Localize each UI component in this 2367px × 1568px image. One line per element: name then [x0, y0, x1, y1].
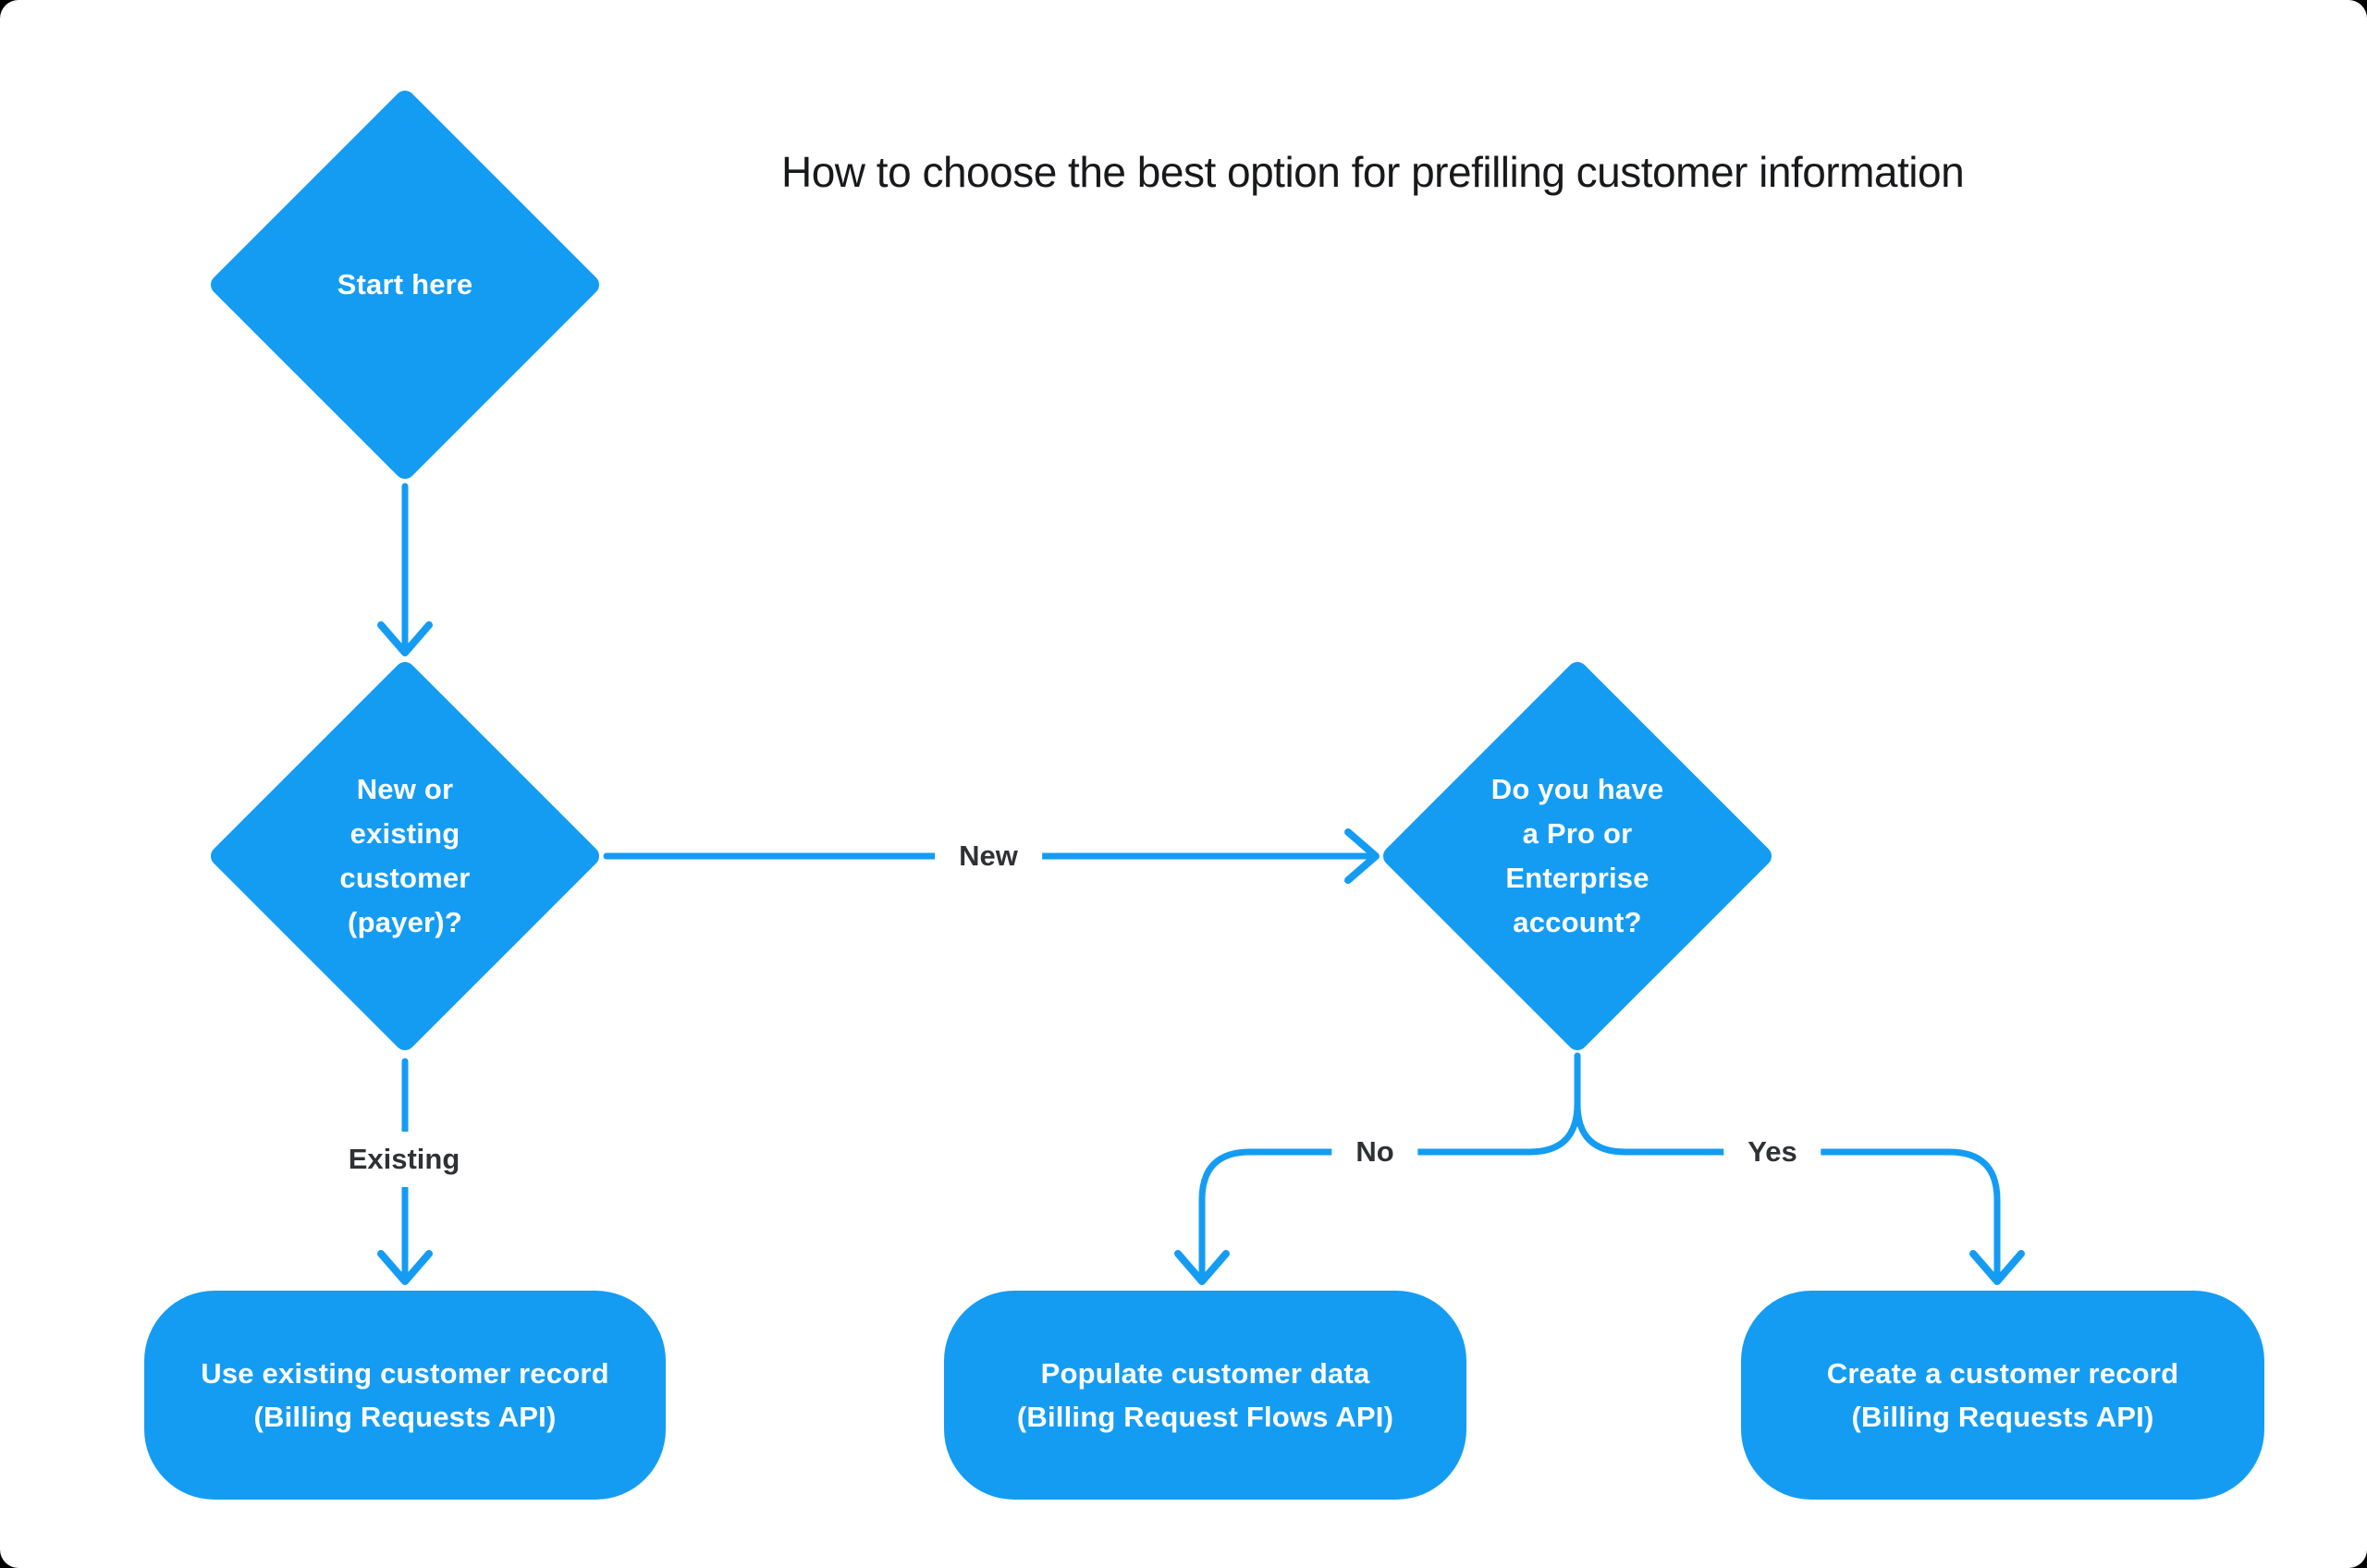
customer-type-line: New or — [356, 773, 454, 805]
customer-type-line: (payer)? — [348, 906, 462, 938]
create-customer-record-line: Create a customer record — [1826, 1357, 2179, 1390]
account-type-line: Do you have — [1490, 773, 1664, 805]
create-customer-record-node: Create a customer record (Billing Reques… — [1741, 1291, 2264, 1500]
account-type-line: Enterprise — [1505, 862, 1650, 894]
populate-customer-data-line: Populate customer data — [1040, 1357, 1370, 1390]
account-type-diamond-shape — [1383, 662, 1772, 1050]
account-type-node-label: Do you have a Pro or Enterprise account? — [1439, 767, 1716, 945]
arrowhead-down-create-record-icon — [1969, 1250, 2025, 1285]
arrowhead-down-use-existing-icon — [377, 1250, 433, 1285]
customer-type-node-label: New or existing customer (payer)? — [266, 767, 544, 945]
customer-type-line: existing — [350, 817, 460, 850]
arrowhead-down-populate-data-icon — [1174, 1250, 1230, 1285]
start-node-line: Start here — [337, 268, 473, 300]
start-diamond-shape — [211, 91, 599, 479]
populate-customer-data-node: Populate customer data (Billing Request … — [944, 1291, 1466, 1500]
edge-label-yes: Yes — [1723, 1133, 1821, 1170]
diagram-title: How to choose the best option for prefil… — [781, 148, 1965, 196]
arrowhead-down-customer-type-icon — [377, 621, 433, 656]
use-existing-record-node: Use existing customer record (Billing Re… — [144, 1291, 666, 1500]
arrowhead-right-account-type-icon — [1344, 828, 1380, 884]
edge-label-existing: Existing — [333, 1132, 475, 1187]
customer-type-diamond-shape — [211, 662, 599, 1050]
edge-label-new: New — [935, 838, 1042, 875]
populate-customer-data-line: (Billing Request Flows API) — [1016, 1401, 1394, 1433]
account-type-line: account? — [1513, 906, 1642, 938]
create-customer-record-line: (Billing Requests API) — [1851, 1401, 2154, 1433]
customer-type-line: customer — [339, 862, 471, 894]
account-type-line: a Pro or — [1522, 817, 1633, 850]
use-existing-record-line: Use existing customer record — [201, 1357, 609, 1390]
start-node-label: Start here — [266, 262, 544, 308]
edge-label-no: No — [1331, 1133, 1418, 1170]
use-existing-record-line: (Billing Requests API) — [253, 1401, 557, 1433]
